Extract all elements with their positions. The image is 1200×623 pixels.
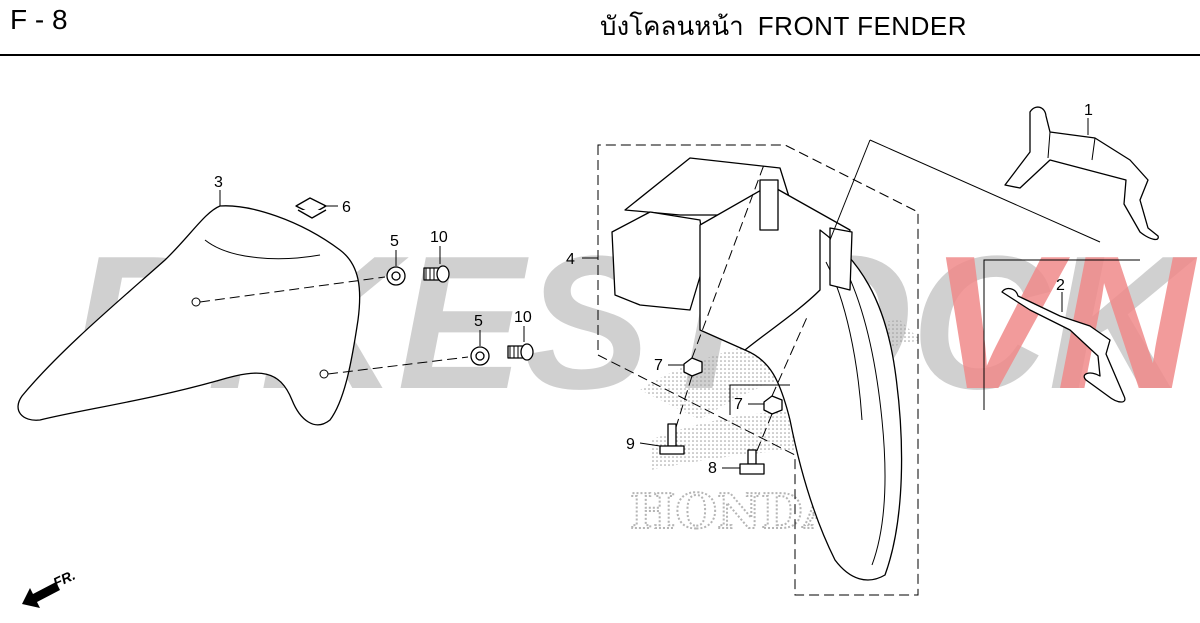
callout-label-8: 8 (708, 460, 717, 477)
header-divider (0, 54, 1200, 56)
bolt-part-9[interactable] (659, 423, 685, 455)
callout-tick-9 (639, 442, 661, 447)
leader-line-part-7-upper (691, 161, 766, 359)
page-title: บังโคลนหน้า FRONT FENDER (600, 6, 967, 47)
bracket-part-2[interactable] (1001, 287, 1126, 403)
front-fender-part-3[interactable] (17, 205, 361, 426)
page-code: F - 8 (10, 4, 68, 35)
leader-line-upper (199, 276, 386, 303)
callout-label-1: 1 (1084, 102, 1093, 119)
leader-line-part-1 (869, 139, 1101, 243)
leader-line-part-9 (671, 375, 693, 441)
front-label: FR. (51, 567, 78, 591)
leader-line-lower (327, 356, 469, 375)
callout-label-5-lower: 5 (474, 313, 483, 330)
grommet-part-5-lower[interactable] (470, 346, 490, 366)
page-title-english: FRONT FENDER (757, 11, 967, 41)
inner-fender-assembly-part-4[interactable] (611, 157, 903, 581)
front-direction-indicator: FR. (22, 567, 78, 608)
callout-label-6: 6 (342, 199, 351, 216)
leader-line-part-1b (829, 139, 871, 241)
bracket-part-1[interactable] (1004, 106, 1159, 241)
front-arrow-icon (22, 582, 60, 608)
honda-text: HONDA (630, 484, 841, 540)
callout-label-10-upper: 10 (430, 229, 448, 246)
callout-label-5-upper: 5 (390, 233, 399, 250)
clip-nut-part-6[interactable] (295, 197, 327, 219)
screw-part-10-upper[interactable] (423, 265, 450, 283)
assembly-bracket (597, 144, 919, 596)
callout-label-9: 9 (626, 436, 635, 453)
bolt-part-8[interactable] (739, 449, 765, 475)
grommet-part-5-upper[interactable] (386, 266, 406, 286)
callout-label-3: 3 (214, 174, 223, 191)
callout-label-7-right: 7 (734, 396, 743, 413)
screw-part-10-lower[interactable] (507, 343, 534, 361)
callout-label-10-lower: 10 (514, 309, 532, 326)
callout-labels: 1 2 3 4 5 5 6 7 7 8 9 10 10 (214, 102, 1093, 477)
callout-frame-part-7 (729, 384, 790, 415)
leader-line-part-8 (753, 413, 773, 459)
callout-frame-part-2 (983, 259, 1140, 410)
page-title-thai: บังโคลนหน้า (600, 11, 744, 41)
callout-label-2: 2 (1056, 277, 1065, 294)
callout-label-4: 4 (566, 251, 575, 268)
callout-label-7-left: 7 (654, 357, 663, 374)
